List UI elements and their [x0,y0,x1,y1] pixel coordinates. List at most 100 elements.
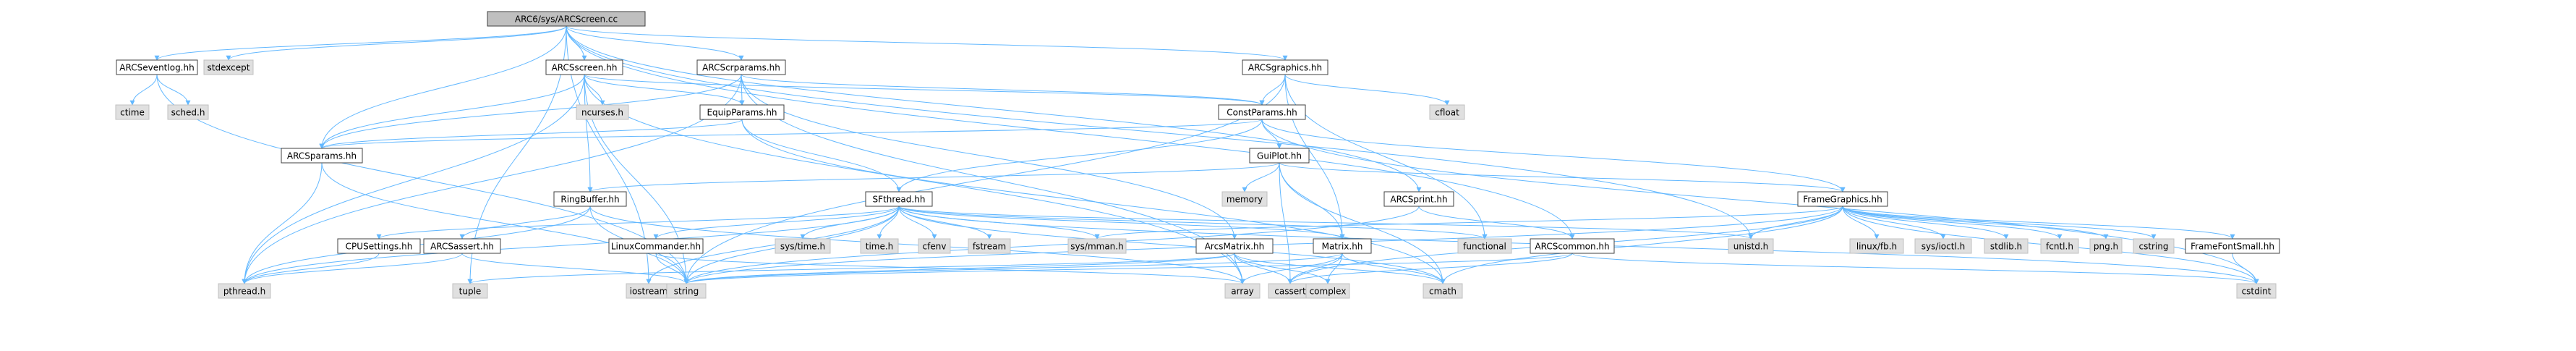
node-box [1218,104,1306,120]
node-box [423,238,501,254]
dependency-edge [319,74,742,149]
graph-node-linuxfbh: linux/fb.h [1849,238,1904,254]
node-label: fcntl.h [2046,242,2073,252]
node-box [1305,283,1350,299]
dependency-edge [459,206,591,240]
graph-node-schedh: sched.h [167,104,209,120]
graph-node-arcsgraphics[interactable]: ARCSgraphics.hh [1242,59,1328,75]
graph-node-ctime: ctime [115,104,150,120]
dependency-edge [242,253,463,284]
graph-node-arcsscreen[interactable]: ARCSscreen.hh [545,59,623,75]
node-label: unistd.h [1733,242,1769,252]
node-label: Matrix.hh [1322,242,1363,252]
node-box [699,104,785,120]
node-box [1249,148,1310,164]
graph-node-arcsmatrix[interactable]: ArcsMatrix.hh [1195,238,1274,254]
graph-node-cpusettings[interactable]: CPUSettings.hh [337,238,421,254]
graph-node-linuxcommander[interactable]: LinuxCommander.hh [608,238,704,254]
dependency-edge [319,25,567,149]
dependency-edge [1259,74,1286,106]
graph-node-unistdh: unistd.h [1728,238,1774,254]
node-label: ArcsMatrix.hh [1205,242,1265,252]
node-box [666,283,707,299]
graph-node-array: array [1224,283,1261,299]
node-label: complex [1310,287,1347,297]
node-label: FrameFontSmall.hh [2191,242,2274,252]
dependency-edge [1234,253,1446,284]
graph-node-arcsassert[interactable]: ARCSassert.hh [423,238,501,254]
graph-node-matrix[interactable]: Matrix.hh [1313,238,1372,254]
dependency-edge [1842,206,2109,240]
node-label: cstring [2138,242,2168,252]
graph-node-cmath: cmath [1423,283,1463,299]
node-box [608,238,704,254]
graph-node-fstream: fstream [968,238,1011,254]
node-label: GuiPlot.hh [1257,151,1302,161]
dependency-edge [154,25,567,61]
dependency-edge [1842,206,2063,240]
graph-node-equipparams[interactable]: EquipParams.hh [699,104,785,120]
dependency-edge [242,74,585,284]
graph-node-sfthread[interactable]: SFthread.hh [865,191,933,207]
node-box [337,238,421,254]
node-label: string [674,287,699,297]
graph-node-cassert: cassert [1268,283,1313,299]
node-label: png.h [2094,242,2118,252]
dependency-edge [242,206,900,284]
node-label: stdexcept [208,63,250,73]
node-label: CPUSettings.hh [346,242,413,252]
node-box [1530,238,1615,254]
dependency-edge [1342,253,1446,284]
dependency-edge [566,25,1575,240]
dependency-edge [1842,206,1880,240]
graph-node-ncursesh: ncurses.h [576,104,629,120]
graph-node-framefontsmall[interactable]: FrameFontSmall.hh [2185,238,2280,254]
dependency-edge [898,206,937,240]
graph-node-stdexcept: stdexcept [203,59,254,75]
dependency-edge [1287,253,1573,284]
graph-node-constparams[interactable]: ConstParams.hh [1218,104,1306,120]
graph-node-complex: complex [1305,283,1350,299]
dependency-edge [683,206,1420,284]
node-label: sys/mman.h [1070,242,1123,252]
dependency-edge [898,206,1754,240]
node-label: ARCSassert.hh [430,242,494,252]
graph-node-guiplot[interactable]: GuiPlot.hh [1249,148,1310,164]
dependency-edge [2232,253,2259,284]
node-label: sched.h [171,108,205,118]
graph-node-arcscrparams[interactable]: ARCScrparams.hh [696,59,786,75]
graph-node-arcsparams[interactable]: ARCSparams.hh [281,148,363,164]
node-label: iostream [630,287,668,297]
node-label: FrameGraphics.hh [1803,195,1882,205]
dependency-edge [129,74,158,106]
node-box [1067,238,1127,254]
graph-node-ringbuffer[interactable]: RingBuffer.hh [553,191,627,207]
graph-node-framegraphics[interactable]: FrameGraphics.hh [1797,191,1888,207]
node-box [2089,238,2123,254]
node-label: tuple [459,287,482,297]
node-box [1797,191,1888,207]
node-label: sys/ioctl.h [1922,242,1965,252]
node-label: array [1231,287,1253,297]
dependency-edge [898,206,1446,284]
node-label: ARCSeventlog.hh [119,63,194,73]
node-label: memory [1227,195,1263,205]
node-box [1383,191,1454,207]
graph-node-arcseventlog[interactable]: ARCSeventlog.hh [116,59,198,75]
graph-node-arcsprint[interactable]: ARCSprint.hh [1383,191,1454,207]
dependency-edge [898,206,1345,240]
dependency-edge [741,119,902,193]
dependency-edge [1440,206,1843,284]
node-box [1224,283,1261,299]
graph-node-root[interactable]: ARC6/sys/ARCScreen.cc [487,11,646,27]
node-box [553,191,627,207]
node-box [1221,191,1268,207]
node-label: cmath [1429,287,1457,297]
node-label: ARC6/sys/ARCScreen.cc [515,14,618,25]
graph-node-arcscommon[interactable]: ARCScommon.hh [1530,238,1615,254]
dependency-edge [1242,162,1280,193]
dependency-edge [1094,206,1843,240]
dependency-edge [566,25,1754,240]
dependency-edge [461,253,689,284]
dependency-edge [1418,206,1575,240]
